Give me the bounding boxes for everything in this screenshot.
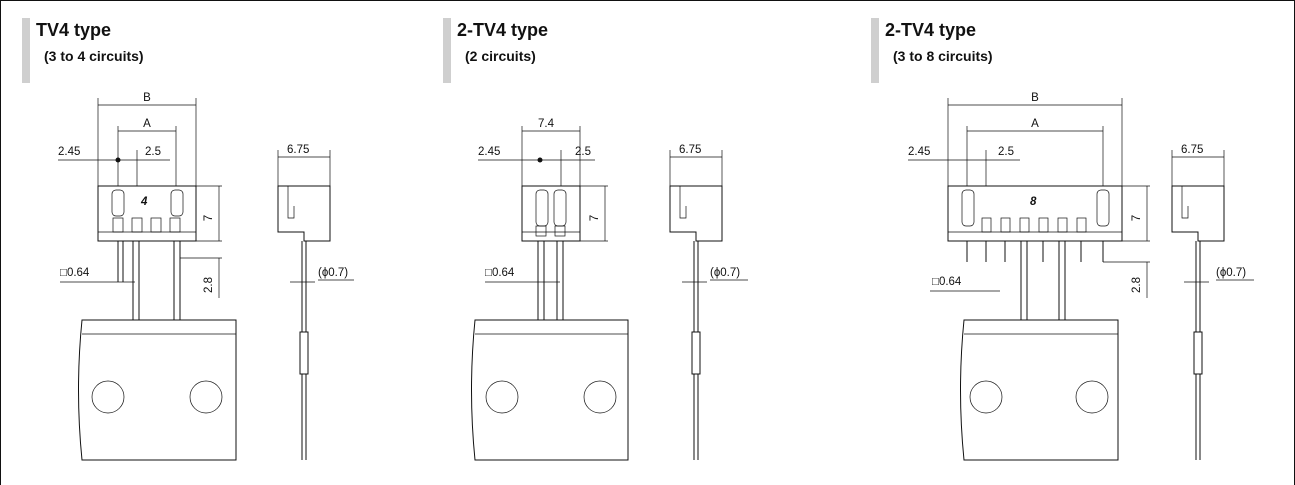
panel-subtitle: (2 circuits) — [465, 48, 536, 64]
dimension-post: □0.64 — [930, 276, 1000, 292]
dim-lead-label: 2.8 — [203, 277, 215, 293]
panel-2tv4-3to8: 2-TV4 type (3 to 8 circuits) — [871, 0, 1271, 485]
dim-left-label: 2.45 — [908, 146, 930, 158]
dim-a-label: 7.4 — [538, 118, 555, 130]
panel-title: TV4 type — [36, 20, 112, 40]
title-accent-bar — [443, 18, 451, 83]
dimension-height: 7 — [1122, 185, 1150, 242]
dim-height-label: 7 — [589, 215, 601, 221]
side-view: 6.75 (ϕ0.7) — [1171, 144, 1254, 460]
pin-label: (ϕ0.7) — [1216, 267, 1246, 279]
dim-a-label: A — [143, 118, 151, 130]
dimension-lead: 2.8 — [1103, 261, 1150, 298]
dim-b-label: B — [143, 92, 151, 104]
pin-label: (ϕ0.7) — [710, 267, 740, 279]
title-accent-bar — [871, 18, 879, 83]
dim-pitch-label: 2.5 — [145, 146, 161, 158]
dimension-left: 2.45 — [478, 146, 543, 163]
circuit-mark: 8 — [1030, 196, 1037, 208]
dimension-pitch: 2.5 — [118, 146, 170, 186]
dim-left-label: 2.45 — [478, 146, 500, 158]
header-front-view — [521, 185, 581, 242]
carrier-tape — [471, 319, 629, 461]
side-width-label: 6.75 — [1181, 144, 1203, 156]
carrier-tape — [960, 319, 1119, 461]
dimension-a: A — [966, 118, 1104, 186]
dimension-a: 7.4 — [521, 118, 581, 186]
dimension-post: □0.64 — [485, 267, 560, 283]
carrier-tape — [78, 319, 237, 461]
side-width-label: 6.75 — [679, 144, 701, 156]
dimension-height: 7 — [196, 185, 222, 242]
panel-tv4: TV4 type (3 to 4 circuits) — [22, 0, 422, 485]
dimension-left: 2.45 — [908, 146, 967, 161]
dim-height-label: 7 — [1131, 215, 1143, 221]
panel-subtitle: (3 to 8 circuits) — [893, 48, 993, 64]
drawing-2tv4-2c: 7.4 2.45 2.5 7 □0.64 — [471, 118, 748, 461]
dim-b-label: B — [1031, 92, 1039, 104]
dim-a-label: A — [1031, 118, 1039, 130]
side-view: 6.75 (ϕ0.7) — [277, 144, 354, 460]
panel-subtitle: (3 to 4 circuits) — [44, 48, 144, 64]
dimension-pitch: 2.5 — [967, 146, 1020, 186]
dim-height-label: 7 — [203, 215, 215, 221]
dim-pitch-label: 2.5 — [998, 146, 1014, 158]
dimension-lead: 2.8 — [180, 257, 222, 298]
title-accent-bar — [22, 18, 30, 83]
dim-post-label: □0.64 — [485, 267, 515, 279]
panel-title: 2-TV4 type — [885, 20, 977, 40]
header-front-view: 4 — [97, 185, 197, 242]
drawing-tv4: B A 2.45 2.5 4 7 — [58, 92, 354, 461]
dimension-pitch: 2.5 — [540, 146, 595, 186]
pin-label: (ϕ0.7) — [318, 267, 348, 279]
dimension-post: □0.64 — [60, 267, 135, 283]
dim-post-label: □0.64 — [932, 276, 962, 288]
dimension-a: A — [117, 118, 177, 186]
dim-pitch-label: 2.5 — [575, 146, 591, 158]
dimension-height: 7 — [580, 185, 608, 242]
drawing-2tv4-3to8: B A 2.45 2.5 8 7 — [908, 92, 1254, 461]
dimension-b: B — [947, 92, 1123, 186]
panel-2tv4-2c: 2-TV4 type (2 circuits) — [443, 0, 843, 485]
circuit-mark: 4 — [140, 196, 148, 208]
dim-post-label: □0.64 — [60, 267, 90, 279]
side-width-label: 6.75 — [287, 144, 309, 156]
header-front-view: 8 — [947, 185, 1123, 242]
side-view: 6.75 (ϕ0.7) — [669, 144, 748, 460]
dim-left-label: 2.45 — [58, 146, 80, 158]
dim-lead-label: 2.8 — [1131, 277, 1143, 293]
dimension-left: 2.45 — [58, 146, 121, 163]
panel-title: 2-TV4 type — [457, 20, 549, 40]
dimension-b: B — [97, 92, 197, 186]
